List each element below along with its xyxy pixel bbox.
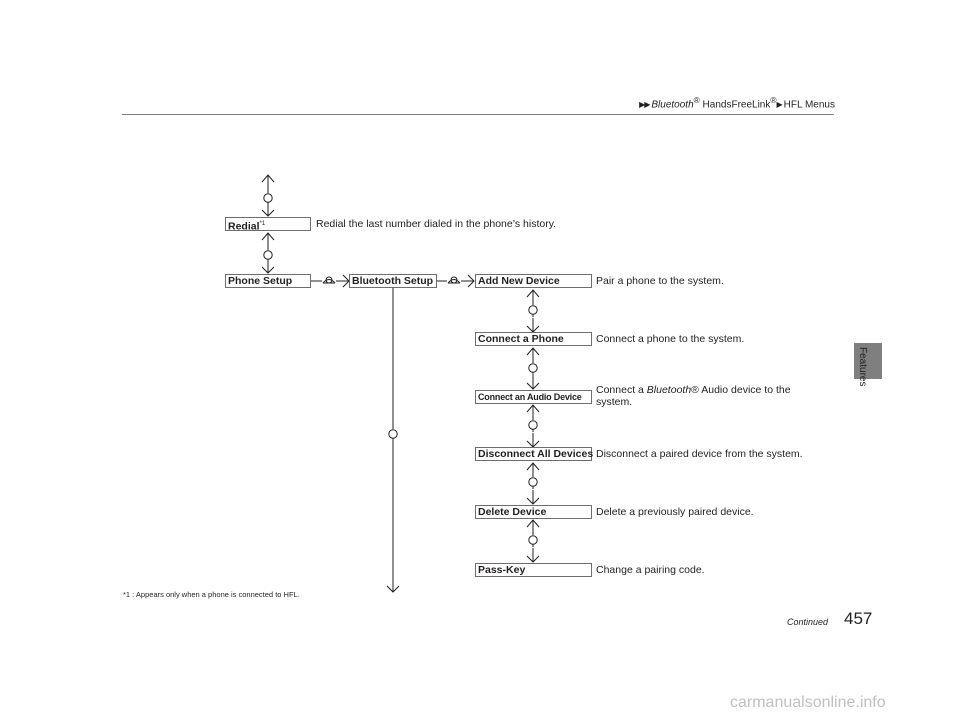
menu-redial-label: Redial: [228, 220, 260, 233]
desc-text-italic: Bluetooth: [646, 384, 692, 396]
knob-rotate-icon: [528, 363, 538, 376]
footnote: *1 : Appears only when a phone is connec…: [123, 590, 300, 599]
menu-connect-an-audio-device: Connect an Audio Device: [475, 390, 592, 404]
section-tab: [854, 343, 882, 379]
menu-connect-a-phone: Connect a Phone: [475, 332, 592, 346]
breadcrumb-part-bluetooth: Bluetooth: [651, 99, 694, 111]
knob-press-icon: [322, 276, 336, 284]
menu-pass-key-description: Change a pairing code.: [596, 564, 705, 576]
desc-text: Connect a: [596, 384, 647, 396]
knob-rotate-icon: [388, 429, 398, 442]
page-number: 457: [844, 609, 873, 628]
knob-rotate-icon: [528, 535, 538, 548]
menu-delete-device: Delete Device: [475, 505, 592, 519]
knob-rotate-icon: [528, 420, 538, 433]
knob-rotate-icon: [263, 250, 273, 263]
breadcrumb: ▶▶Bluetooth® HandsFreeLink®▶HFL Menus: [600, 95, 835, 110]
breadcrumb-arrow-icon: ▶: [776, 100, 783, 110]
menu-redial: Redial*1: [225, 217, 311, 233]
continued-label: Continued: [787, 617, 829, 627]
menu-delete-device-description: Delete a previously paired device.: [596, 506, 754, 518]
breadcrumb-sup: ®: [693, 95, 700, 105]
knob-rotate-icon: [528, 477, 538, 490]
menu-disconnect-all-devices-description: Disconnect a paired device from the syst…: [596, 448, 803, 460]
breadcrumb-arrow-icon: ▶▶: [639, 100, 650, 110]
header-rule: [122, 114, 834, 115]
breadcrumb-part-hfl-menus: HFL Menus: [783, 99, 835, 111]
menu-connect-a-phone-description: Connect a phone to the system.: [596, 333, 745, 345]
menu-bluetooth-setup: Bluetooth Setup: [349, 274, 437, 288]
desc-text: ® Audio device to the system.: [596, 384, 791, 408]
knob-rotate-icon: [528, 305, 538, 318]
watermark: carmanualsonline.info: [730, 694, 886, 711]
knob-rotate-icon: [263, 193, 273, 206]
menu-add-new-device-description: Pair a phone to the system.: [596, 275, 724, 287]
breadcrumb-part-handsfreelink: HandsFreeLink: [699, 99, 771, 111]
footnote-ref: *1: [259, 221, 266, 227]
menu-add-new-device: Add New Device: [475, 274, 592, 288]
menu-redial-description: Redial the last number dialed in the pho…: [316, 218, 557, 230]
menu-disconnect-all-devices: Disconnect All Devices: [475, 447, 593, 461]
menu-phone-setup: Phone Setup: [225, 274, 311, 288]
knob-press-icon: [447, 276, 461, 284]
menu-pass-key: Pass-Key: [475, 563, 592, 577]
breadcrumb-sup: ®: [770, 95, 777, 105]
menu-connect-an-audio-device-description: Connect a Bluetooth® Audio device to the…: [596, 384, 826, 408]
